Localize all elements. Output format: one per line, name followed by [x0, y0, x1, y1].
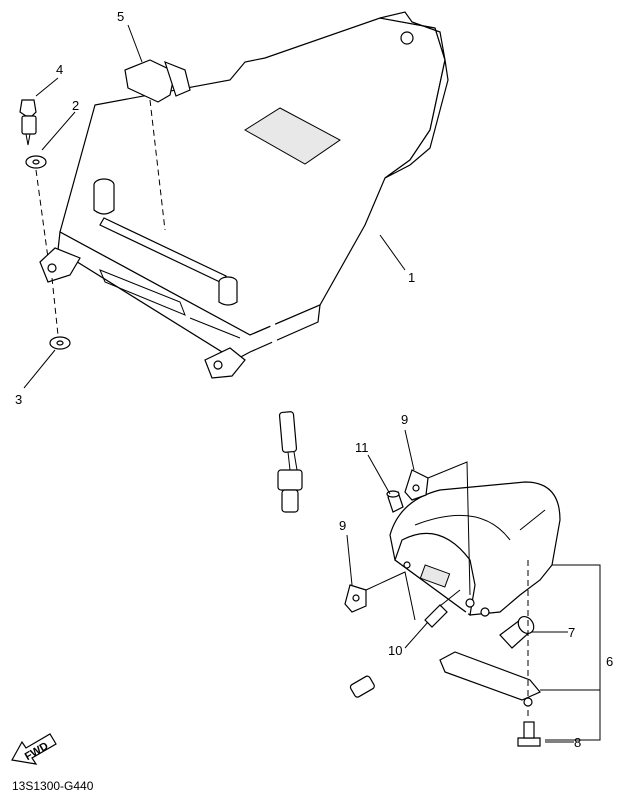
leader-lines: [23, 24, 574, 743]
callout-5: 5: [117, 9, 124, 24]
fwd-label: FWD: [23, 740, 51, 763]
nut-hole: [56, 340, 64, 346]
callout-2: 2: [72, 98, 79, 113]
callout-11: 11: [355, 440, 369, 455]
wire-harness: [227, 267, 303, 513]
mounting-bolt-part: [424, 589, 461, 628]
tail-housing-plate: [39, 11, 449, 379]
cap-part: [386, 490, 404, 513]
assembly-guide-line: [35, 169, 49, 259]
callout-3: 3: [15, 392, 22, 407]
callout-9-upper: 9: [401, 412, 408, 427]
callout-4: 4: [56, 62, 63, 77]
callout-8: 8: [574, 735, 581, 750]
tail-light-assembly: [349, 481, 561, 747]
callout-9-lower: 9: [339, 518, 346, 533]
bracket-line-6: [545, 564, 601, 741]
callout-10: 10: [388, 643, 402, 658]
callout-7: 7: [568, 625, 575, 640]
callout-6: 6: [606, 654, 613, 669]
assembly-guide-line: [51, 277, 59, 336]
clip-part-upper: [404, 469, 429, 501]
diagram-code: 13S1300-G440: [12, 779, 94, 793]
washer-hole: [32, 159, 40, 165]
callout-1: 1: [408, 270, 415, 285]
assembly-guide-line: [427, 461, 471, 596]
assembly-guide-line: [365, 571, 416, 621]
bolt-part: [19, 99, 37, 146]
clamp-part: [124, 59, 191, 231]
clip-part-lower: [344, 584, 367, 613]
fwd-arrow-icon: FWD: [11, 733, 57, 765]
